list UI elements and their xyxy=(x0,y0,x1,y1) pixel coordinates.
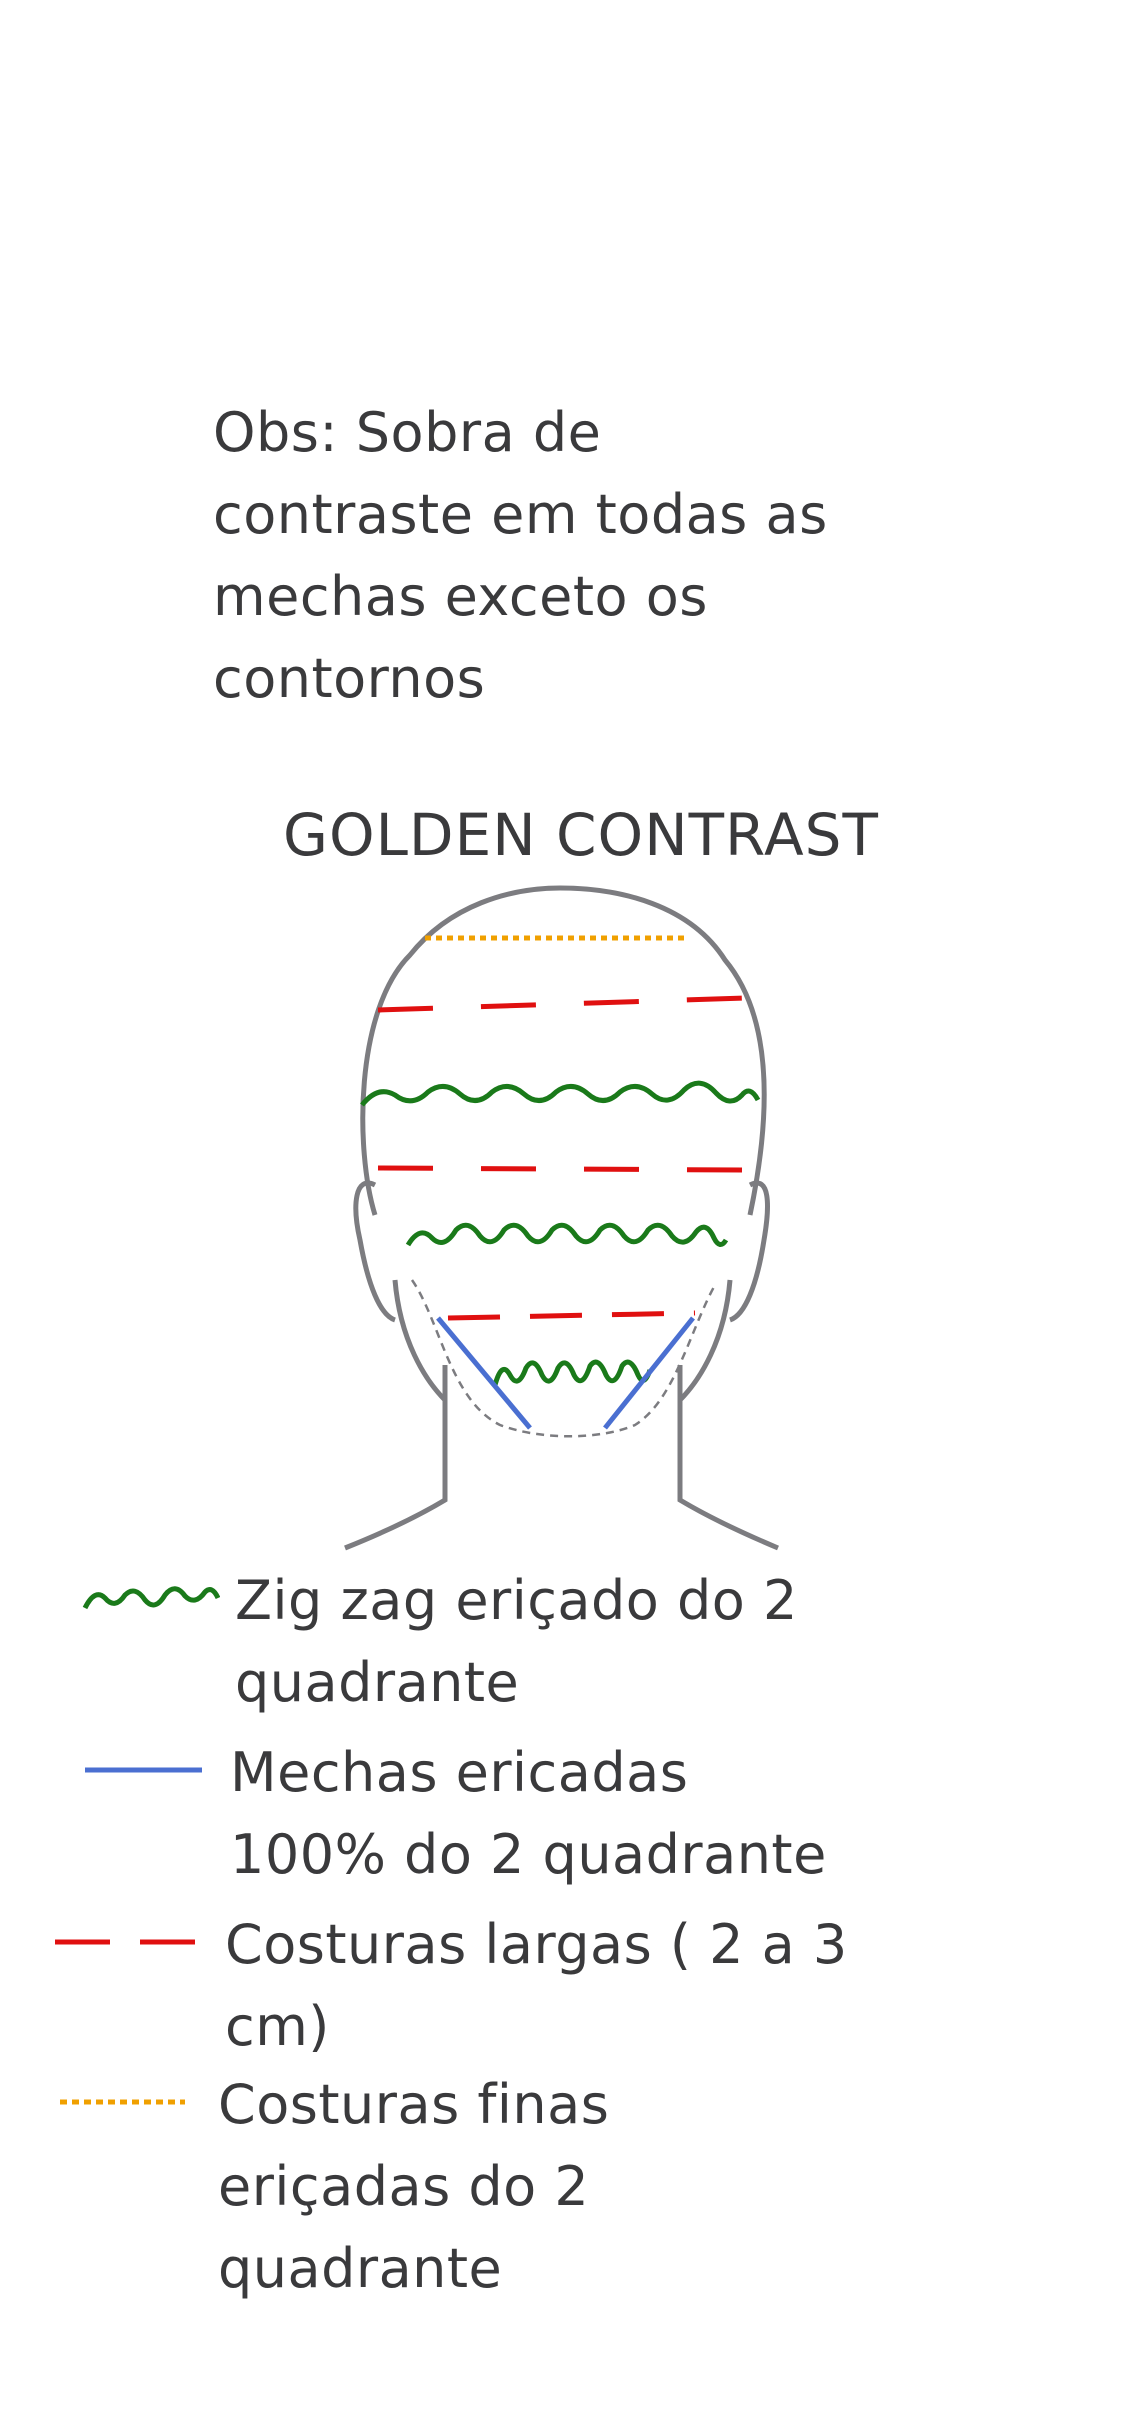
wide-seam-line xyxy=(377,1165,743,1173)
note-line: mechas exceto os xyxy=(213,565,708,628)
note-line: contornos xyxy=(213,647,486,710)
nape-region-outline xyxy=(410,1279,717,1438)
dotted-legend-swatch xyxy=(60,2099,185,2105)
wide-seam-line xyxy=(377,995,746,1013)
neck-outline xyxy=(344,1365,779,1551)
legend-label-line: Zig zag eriçado do 2 xyxy=(235,1569,798,1632)
zigzag-strand-line xyxy=(360,1080,761,1107)
solid-strand-line xyxy=(436,1316,532,1430)
legend-item-dashed: Costuras largas ( 2 a 3 cm) xyxy=(225,1904,865,2068)
observation-note: Obs: Sobra de contraste em todas as mech… xyxy=(213,392,853,720)
legend-label-line: quadrante xyxy=(235,1651,520,1714)
legend-label-line: Costuras largas ( 2 a 3 xyxy=(225,1913,848,1976)
solid-legend-swatch xyxy=(85,1767,202,1773)
legend-label-line: Costuras finas xyxy=(218,2073,610,2136)
solid-strand-line xyxy=(603,1316,695,1430)
left-ear-outline xyxy=(353,1180,397,1323)
legend-item-zigzag: Zig zag eriçado do 2 quadrante xyxy=(235,1560,875,1724)
legend-label-line: quadrante xyxy=(218,2237,503,2300)
legend-item-dotted: Costuras finas eriçadas do 2 quadrante xyxy=(218,2064,858,2310)
legend-item-solid: Mechas ericadas 100% do 2 quadrante xyxy=(230,1732,870,1896)
zigzag-legend-swatch xyxy=(82,1586,220,1610)
legend-label-line: cm) xyxy=(225,1995,330,2058)
right-ear-outline xyxy=(728,1180,770,1323)
legend-label-line: Mechas ericadas xyxy=(230,1741,689,1804)
legend-label-line: 100% do 2 quadrante xyxy=(230,1823,827,1886)
legend-label-line: eriçadas do 2 xyxy=(218,2155,590,2218)
head-outline xyxy=(360,885,767,1216)
note-line: contraste em todas as xyxy=(213,483,828,546)
zigzag-strand-line xyxy=(405,1222,729,1247)
note-line: Obs: Sobra de xyxy=(213,401,602,464)
dashed-legend-swatch xyxy=(55,1939,195,1945)
jaw-outline xyxy=(392,1279,733,1402)
zigzag-strand-line xyxy=(492,1359,653,1386)
diagram-title: GOLDEN CONTRAST xyxy=(283,801,879,869)
head-diagram xyxy=(344,885,779,1551)
wide-seam-line xyxy=(447,1310,696,1321)
